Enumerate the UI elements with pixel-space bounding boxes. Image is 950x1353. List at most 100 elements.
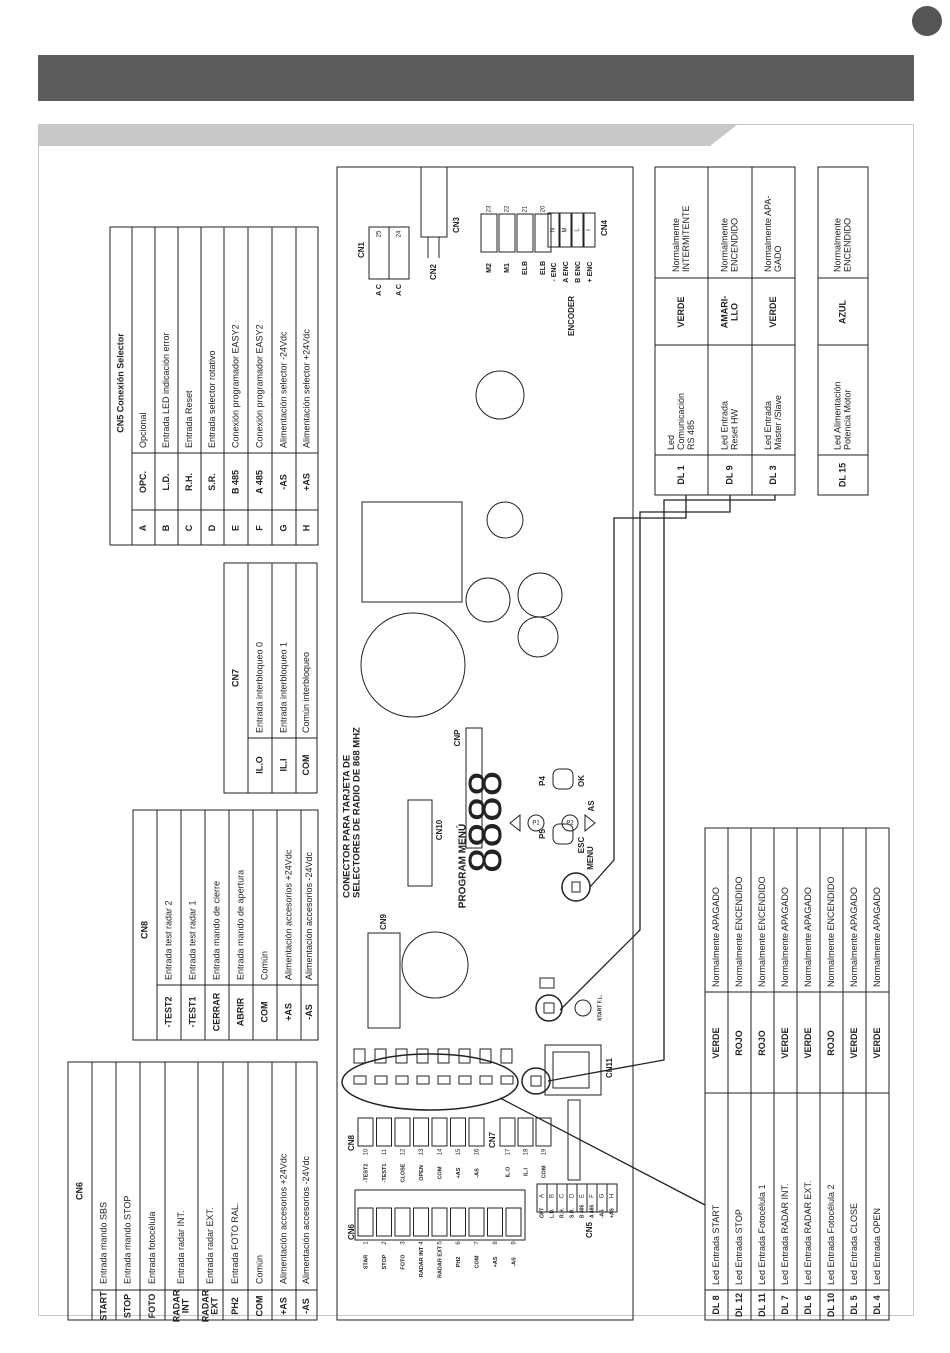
dl-color: VERDE xyxy=(676,296,686,327)
cn8-code: -TEST2 xyxy=(163,996,173,1027)
cn8-pin-number: 11 xyxy=(382,1148,388,1155)
cn5-pin-letter: A xyxy=(540,1194,546,1198)
cn5-pin-label: L.D. xyxy=(549,1208,555,1218)
cn6-pin-label: +AS xyxy=(493,1256,499,1267)
dl15-border xyxy=(817,166,869,496)
cn3-title: CN3 xyxy=(452,216,461,233)
dl-state: Normalmente ENCENDIDO xyxy=(734,876,744,987)
dl-code: DL 12 xyxy=(734,1293,744,1317)
cn4-terminal xyxy=(559,212,572,248)
cn7-table-border xyxy=(223,562,318,794)
as-label: AS xyxy=(587,800,596,812)
dl-code: DL 3 xyxy=(768,465,778,484)
cn6-table-border xyxy=(67,1061,318,1321)
cn1-pin-number: 25 xyxy=(377,230,383,237)
seven-segment-display: 8888 xyxy=(459,771,511,873)
cn6-code: PH2 xyxy=(230,1297,240,1315)
cn4-title: CN4 xyxy=(600,219,609,236)
dl-color: VERDE xyxy=(780,1027,790,1058)
led-bracket xyxy=(458,1048,471,1064)
cn6-desc: Entrada mando STOP xyxy=(122,1196,132,1284)
cn10-label: CN10 xyxy=(435,819,444,840)
cn8-pin-label: COM xyxy=(437,1166,443,1179)
p5-button xyxy=(552,823,574,845)
dl1-leader xyxy=(589,495,687,888)
cn8-desc: Alimentación accesorios -24Vdc xyxy=(304,851,314,980)
dl-led-ring xyxy=(561,872,591,902)
dl-desc: Led xyxy=(666,435,676,450)
cn6-board-label: CN6 xyxy=(347,1223,356,1240)
leader-lines xyxy=(499,495,776,1206)
cn6-terminal xyxy=(413,1207,429,1237)
cn7-code: IL.O xyxy=(254,756,264,774)
cn5-desc: Opcional xyxy=(138,412,148,448)
cn5-pin-letter: D xyxy=(570,1193,576,1198)
cn8-code: -TEST1 xyxy=(187,996,197,1027)
cn8-terminal xyxy=(413,1117,429,1147)
cnp-label: CNP xyxy=(453,729,462,747)
dl-code: DL 1 xyxy=(676,465,686,484)
cn6-terminal xyxy=(450,1207,466,1237)
cn6-code: RADAR xyxy=(171,1289,181,1322)
board-outline xyxy=(336,166,634,1321)
dl-state: Normalmente APA- xyxy=(763,196,773,272)
cn5-pin-label: S.R. xyxy=(569,1208,575,1218)
cn7-terminal xyxy=(517,1117,534,1147)
cn5-pin-label: R.H. xyxy=(559,1207,565,1218)
dl3-leader xyxy=(547,495,776,1082)
cn5-code: A 485 xyxy=(254,470,264,494)
dl-desc: Led Entrada OPEN xyxy=(872,1208,882,1285)
cn6-code: RADAR xyxy=(200,1289,210,1322)
dl-desc: Led Entrada START xyxy=(711,1204,721,1285)
cn3-pin-number: 20 xyxy=(541,205,547,212)
cn4-pin-letter: L xyxy=(575,228,581,232)
cn6-code: COM xyxy=(254,1296,264,1317)
cn7-pin-number: 17 xyxy=(506,1148,512,1155)
dl-state: Normalmente xyxy=(671,218,681,272)
dl-desc: Led Entrada Fotocélula 1 xyxy=(757,1184,767,1285)
cn5-pin-label: B 485 xyxy=(579,1204,585,1218)
cn6-pin-number: 6 xyxy=(456,1241,462,1245)
cn1-label: A C xyxy=(376,284,383,296)
cn6-code: FOTO xyxy=(147,1294,157,1319)
dl-top-table-border xyxy=(654,166,796,496)
dl-code: DL 6 xyxy=(803,1295,813,1314)
dl-led-ring xyxy=(521,1067,551,1095)
cn8-code: CERRAR xyxy=(211,992,221,1031)
cn6-terminal xyxy=(376,1207,392,1237)
led-indicator xyxy=(395,1075,409,1085)
cn6-pin-label: STOP xyxy=(382,1254,388,1269)
cn6-pin-number: 7 xyxy=(475,1241,481,1245)
encoder-label: ENCODER xyxy=(567,296,576,336)
cn5-letter: D xyxy=(207,524,217,531)
cn6-terminal xyxy=(505,1207,522,1237)
cn6-desc: Alimentación accesorios +24Vdc xyxy=(278,1153,288,1284)
cn5-pin-label: OPT xyxy=(539,1208,545,1218)
cn6-code: STOP xyxy=(122,1294,132,1318)
dl-bottom-leader xyxy=(499,1097,706,1206)
dl-desc: Reset HW xyxy=(729,408,739,450)
dl-led xyxy=(571,881,581,893)
cn5-letter: G xyxy=(278,524,288,531)
dl-color: VERDE xyxy=(849,1027,859,1058)
header-bar xyxy=(38,55,914,101)
cn6-terminal xyxy=(394,1207,411,1237)
cn4-label: + ENC xyxy=(587,262,594,283)
cn6-code: +AS xyxy=(278,1297,288,1315)
dl-state: Normalmente APAGADO xyxy=(780,887,790,987)
left-arrow-icon xyxy=(509,813,521,833)
dl-code: DL 9 xyxy=(724,465,734,484)
cn5-board-label: CN5 xyxy=(585,1221,594,1238)
dl-desc: Led Entrada xyxy=(763,401,773,450)
terminal-strip-outline xyxy=(354,1189,526,1241)
dl-color: ROJO xyxy=(826,1030,836,1056)
cn1-label: A C xyxy=(396,284,403,296)
dl-desc: Led Entrada CLOSE xyxy=(849,1203,859,1285)
cn3-label: M1 xyxy=(504,263,511,273)
cn5-title: CN5 Conexión Selector xyxy=(115,333,125,433)
led-indicator xyxy=(458,1075,472,1085)
